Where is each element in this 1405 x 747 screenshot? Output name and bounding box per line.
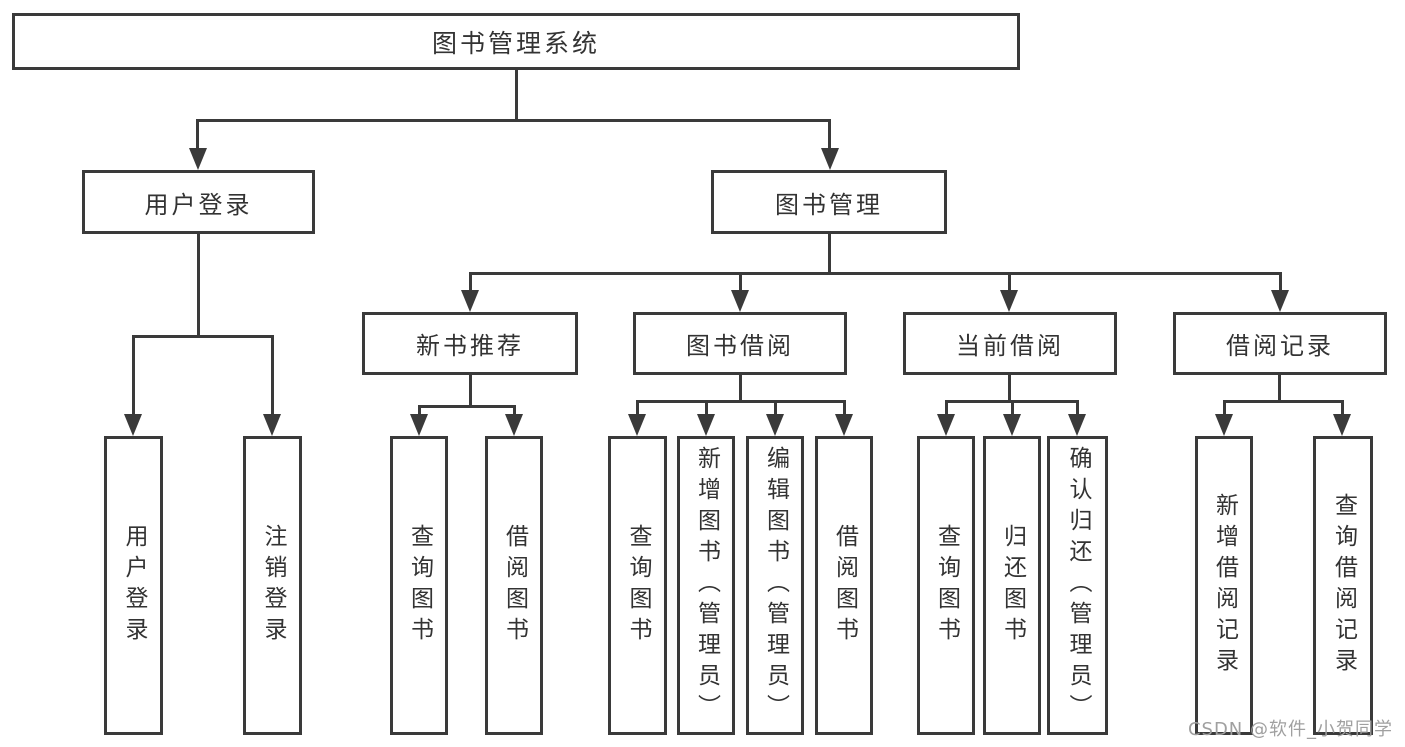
connector-drop-nb-borrow <box>513 405 516 416</box>
connector-user-login-stem <box>197 234 200 335</box>
leaf-bb-borrow-books: 借阅图书 <box>815 436 873 735</box>
node-book-management: 图书管理 <box>711 170 947 234</box>
leaf-bb-add-books-admin: 新增图书（管理员） <box>677 436 735 735</box>
arrowhead-nb-query <box>410 414 428 436</box>
leaf-cb-confirm-return-admin: 确认归还（管理员） <box>1047 436 1108 735</box>
arrowhead-cb-query <box>937 414 955 436</box>
leaf-cb-return-books: 归还图书 <box>983 436 1041 735</box>
node-book-borrow: 图书借阅 <box>633 312 847 375</box>
leaf-user-login: 用户登录 <box>104 436 163 735</box>
connector-current-borrow-stem <box>1008 375 1011 400</box>
node-root-library-system: 图书管理系统 <box>12 13 1020 70</box>
node-borrow-records: 借阅记录 <box>1173 312 1387 375</box>
csdn-watermark: CSDN @软件_小贺同学 <box>1187 719 1393 740</box>
connector-book-borrow-stem <box>739 375 742 400</box>
connector-book-management-stem <box>828 234 831 272</box>
node-new-book-recommend: 新书推荐 <box>362 312 578 375</box>
leaf-br-query-record: 查询借阅记录 <box>1313 436 1373 735</box>
connector-new-book-stem <box>469 375 472 405</box>
arrowhead-br-query <box>1333 414 1351 436</box>
leaf-logout-login: 注销登录 <box>243 436 302 735</box>
connector-drop-leaf-logout <box>271 335 274 416</box>
arrowhead-nb-borrow <box>505 414 523 436</box>
connector-drop-bb-add <box>705 400 708 416</box>
connector-drop-cb-query <box>945 400 948 416</box>
connector-drop-current-borrow <box>1008 272 1011 292</box>
connector-borrow-records-stem <box>1278 375 1281 400</box>
connector-drop-cb-return <box>1011 400 1014 416</box>
connector-drop-bb-edit <box>774 400 777 416</box>
connector-root-stem <box>515 70 518 119</box>
leaf-nb-query-books: 查询图书 <box>390 436 448 735</box>
connector-drop-new-book <box>469 272 472 292</box>
arrowhead-borrow-records <box>1271 290 1289 312</box>
connector-drop-book-management <box>828 119 831 150</box>
connector-user-login-branch <box>132 335 274 338</box>
connector-new-book-branch <box>418 405 516 408</box>
arrowhead-bb-add <box>697 414 715 436</box>
arrowhead-br-add <box>1215 414 1233 436</box>
node-current-borrow: 当前借阅 <box>903 312 1117 375</box>
connector-drop-cb-confirm <box>1076 400 1079 416</box>
connector-drop-leaf-user-login <box>132 335 135 416</box>
arrowhead-user-login <box>189 148 207 170</box>
connector-borrow-records-branch <box>1223 400 1344 403</box>
leaf-cb-query-books: 查询图书 <box>917 436 975 735</box>
arrowhead-book-borrow <box>731 290 749 312</box>
node-user-login: 用户登录 <box>82 170 315 234</box>
connector-drop-bb-borrow <box>843 400 846 416</box>
connector-drop-user-login <box>196 119 199 150</box>
leaf-bb-edit-books-admin: 编辑图书（管理员） <box>746 436 804 735</box>
connector-drop-borrow-records <box>1279 272 1282 292</box>
connector-drop-br-add <box>1223 400 1226 416</box>
connector-root-branch <box>196 119 831 122</box>
arrowhead-leaf-logout <box>263 414 281 436</box>
arrowhead-current-borrow <box>1000 290 1018 312</box>
connector-drop-nb-query <box>418 405 421 416</box>
connector-book-borrow-branch <box>636 400 846 403</box>
connector-drop-bb-query <box>636 400 639 416</box>
leaf-bb-query-books: 查询图书 <box>608 436 667 735</box>
connector-drop-br-query <box>1341 400 1344 416</box>
arrowhead-new-book <box>461 290 479 312</box>
leaf-nb-borrow-books: 借阅图书 <box>485 436 543 735</box>
arrowhead-bb-borrow <box>835 414 853 436</box>
arrowhead-book-management <box>821 148 839 170</box>
arrowhead-cb-confirm <box>1068 414 1086 436</box>
arrowhead-bb-query <box>628 414 646 436</box>
arrowhead-leaf-user-login <box>124 414 142 436</box>
connector-book-management-branch <box>469 272 1282 275</box>
arrowhead-cb-return <box>1003 414 1021 436</box>
connector-drop-book-borrow <box>739 272 742 292</box>
arrowhead-bb-edit <box>766 414 784 436</box>
leaf-br-add-record: 新增借阅记录 <box>1195 436 1253 735</box>
